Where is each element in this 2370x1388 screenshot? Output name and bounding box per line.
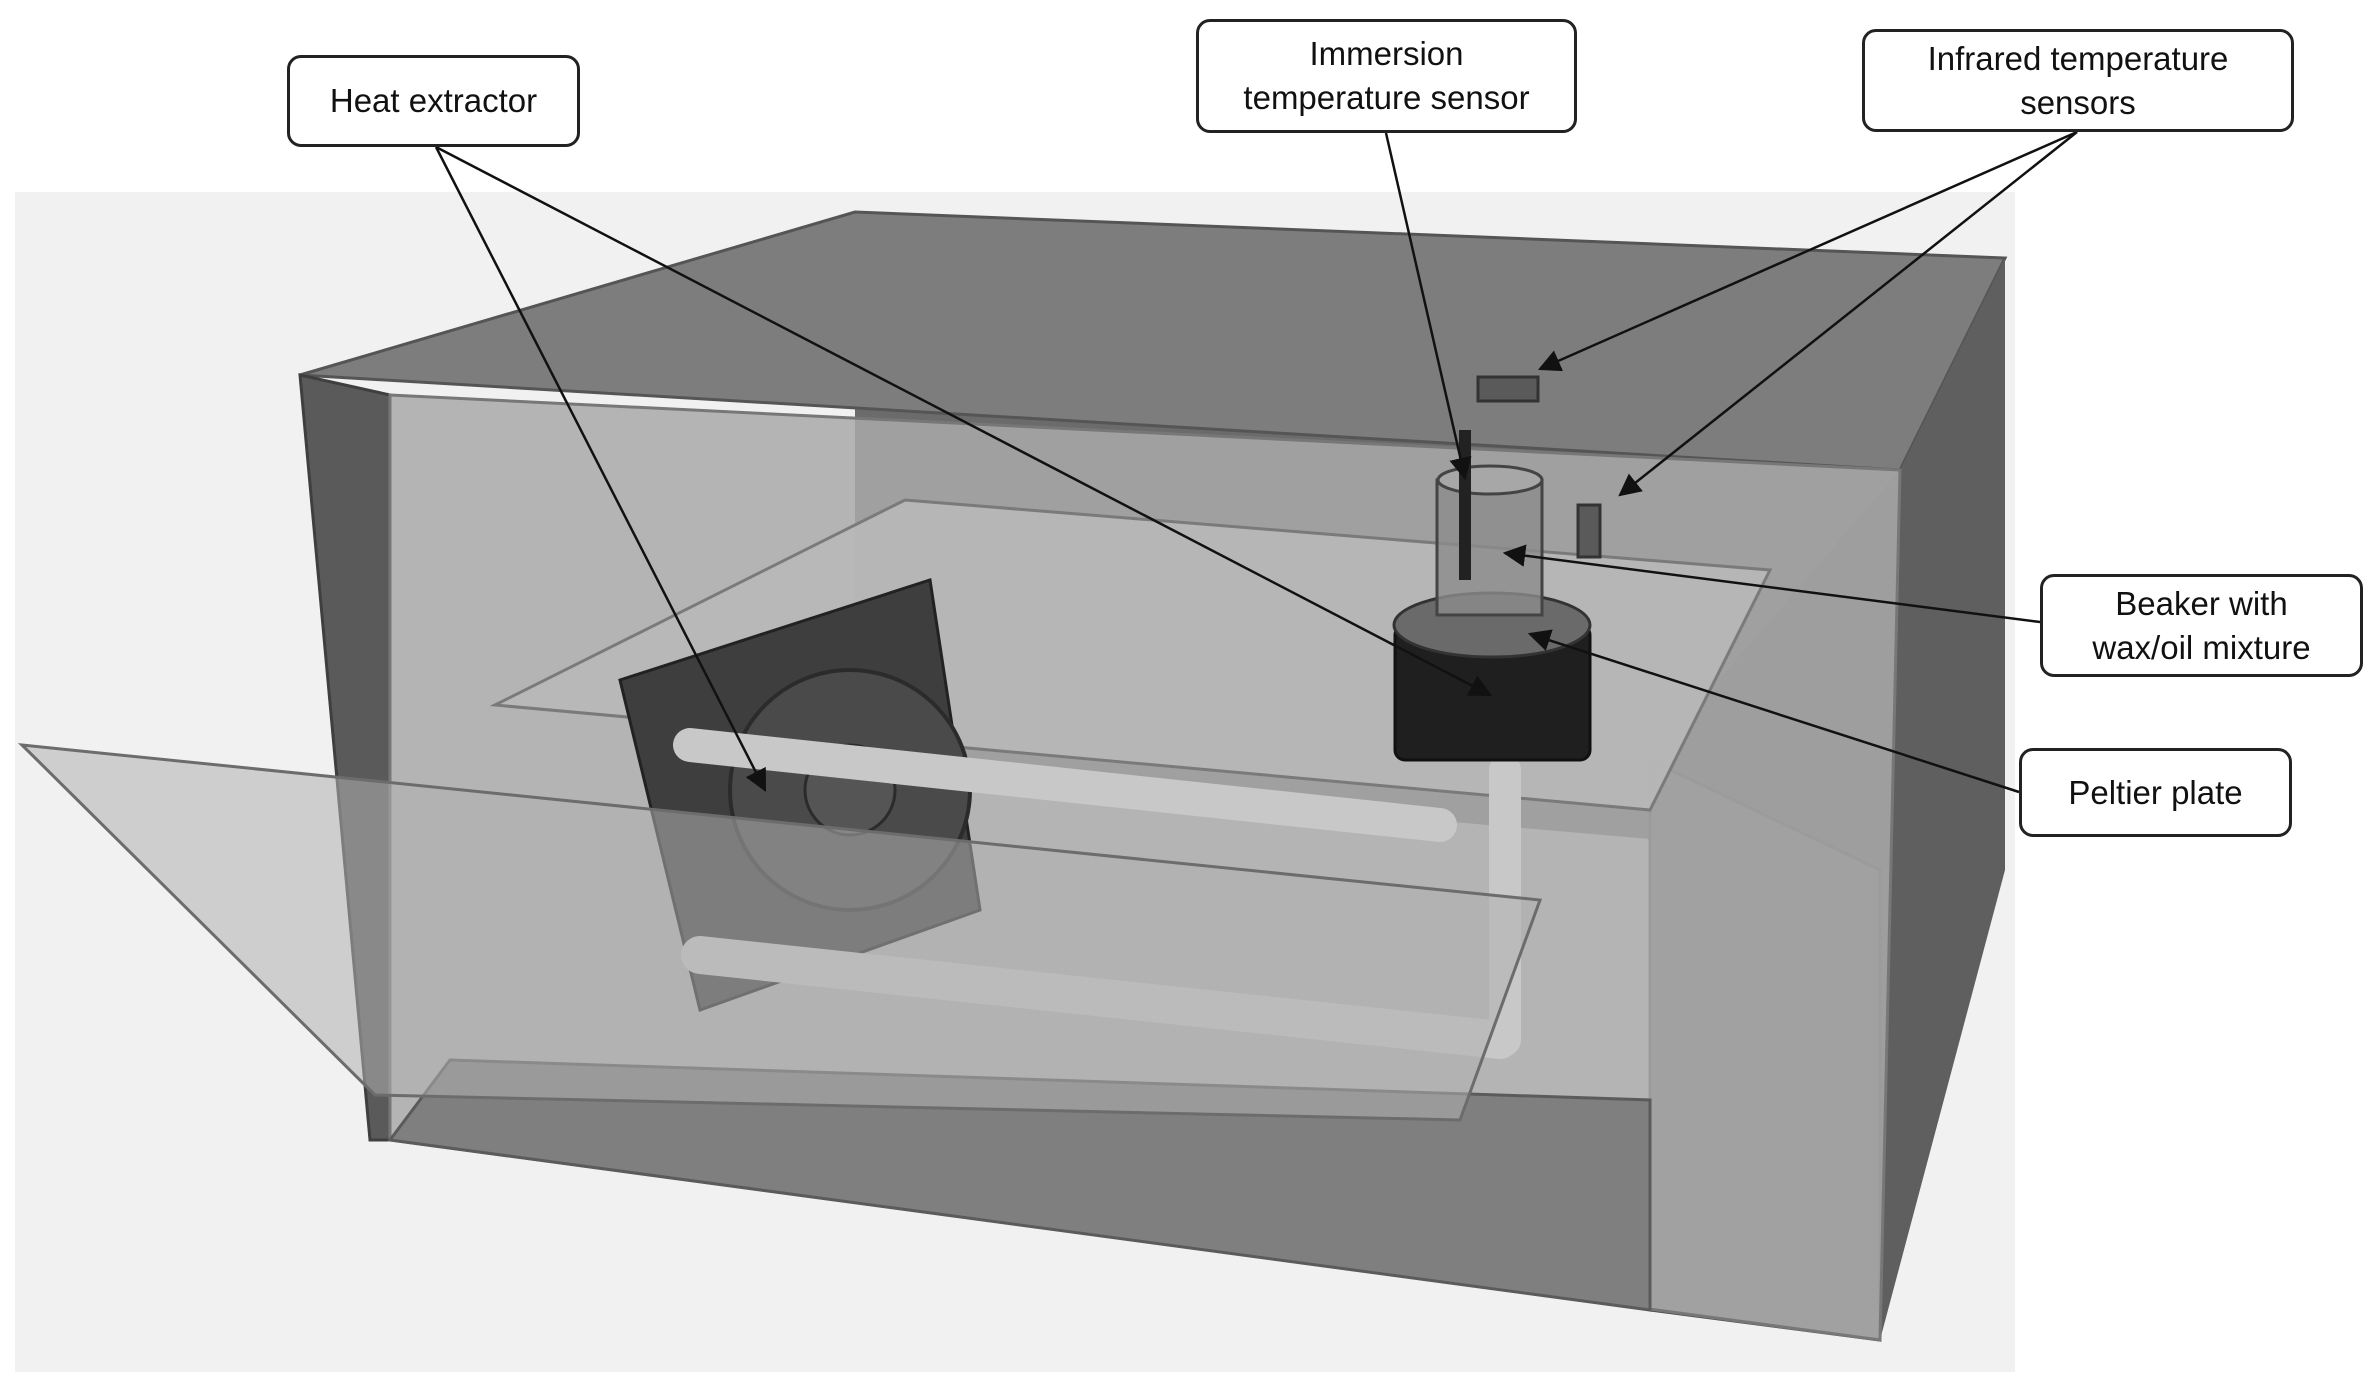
open-front-door bbox=[17, 743, 1543, 1122]
label-peltier-plate: Peltier plate bbox=[2019, 748, 2292, 837]
infrared-sensor-side bbox=[1576, 503, 1602, 559]
label-beaker-with-mixture: Beaker with wax/oil mixture bbox=[2040, 574, 2363, 677]
label-immersion-temperature-sensor: Immersion temperature sensor bbox=[1196, 19, 1577, 133]
extractor-pipe-upper bbox=[673, 728, 1457, 842]
beaker-rim bbox=[1436, 464, 1544, 496]
leader-beaker bbox=[1502, 544, 2041, 624]
immersion-probe bbox=[1459, 430, 1471, 580]
label-heat-extractor: Heat extractor bbox=[287, 55, 580, 147]
leader-heat-extractor-1 bbox=[434, 146, 767, 793]
leader-infrared-1 bbox=[1537, 130, 2078, 372]
leader-peltier bbox=[1527, 629, 2020, 794]
leader-infrared-2 bbox=[1618, 131, 2078, 497]
infrared-sensor-top bbox=[1476, 375, 1540, 403]
leader-lines bbox=[434, 130, 2078, 794]
leader-heat-extractor-2 bbox=[435, 145, 1492, 697]
label-infrared-temperature-sensors: Infrared temperature sensors bbox=[1862, 29, 2294, 132]
leader-immersion bbox=[1384, 132, 1472, 481]
beaker bbox=[1435, 478, 1544, 617]
